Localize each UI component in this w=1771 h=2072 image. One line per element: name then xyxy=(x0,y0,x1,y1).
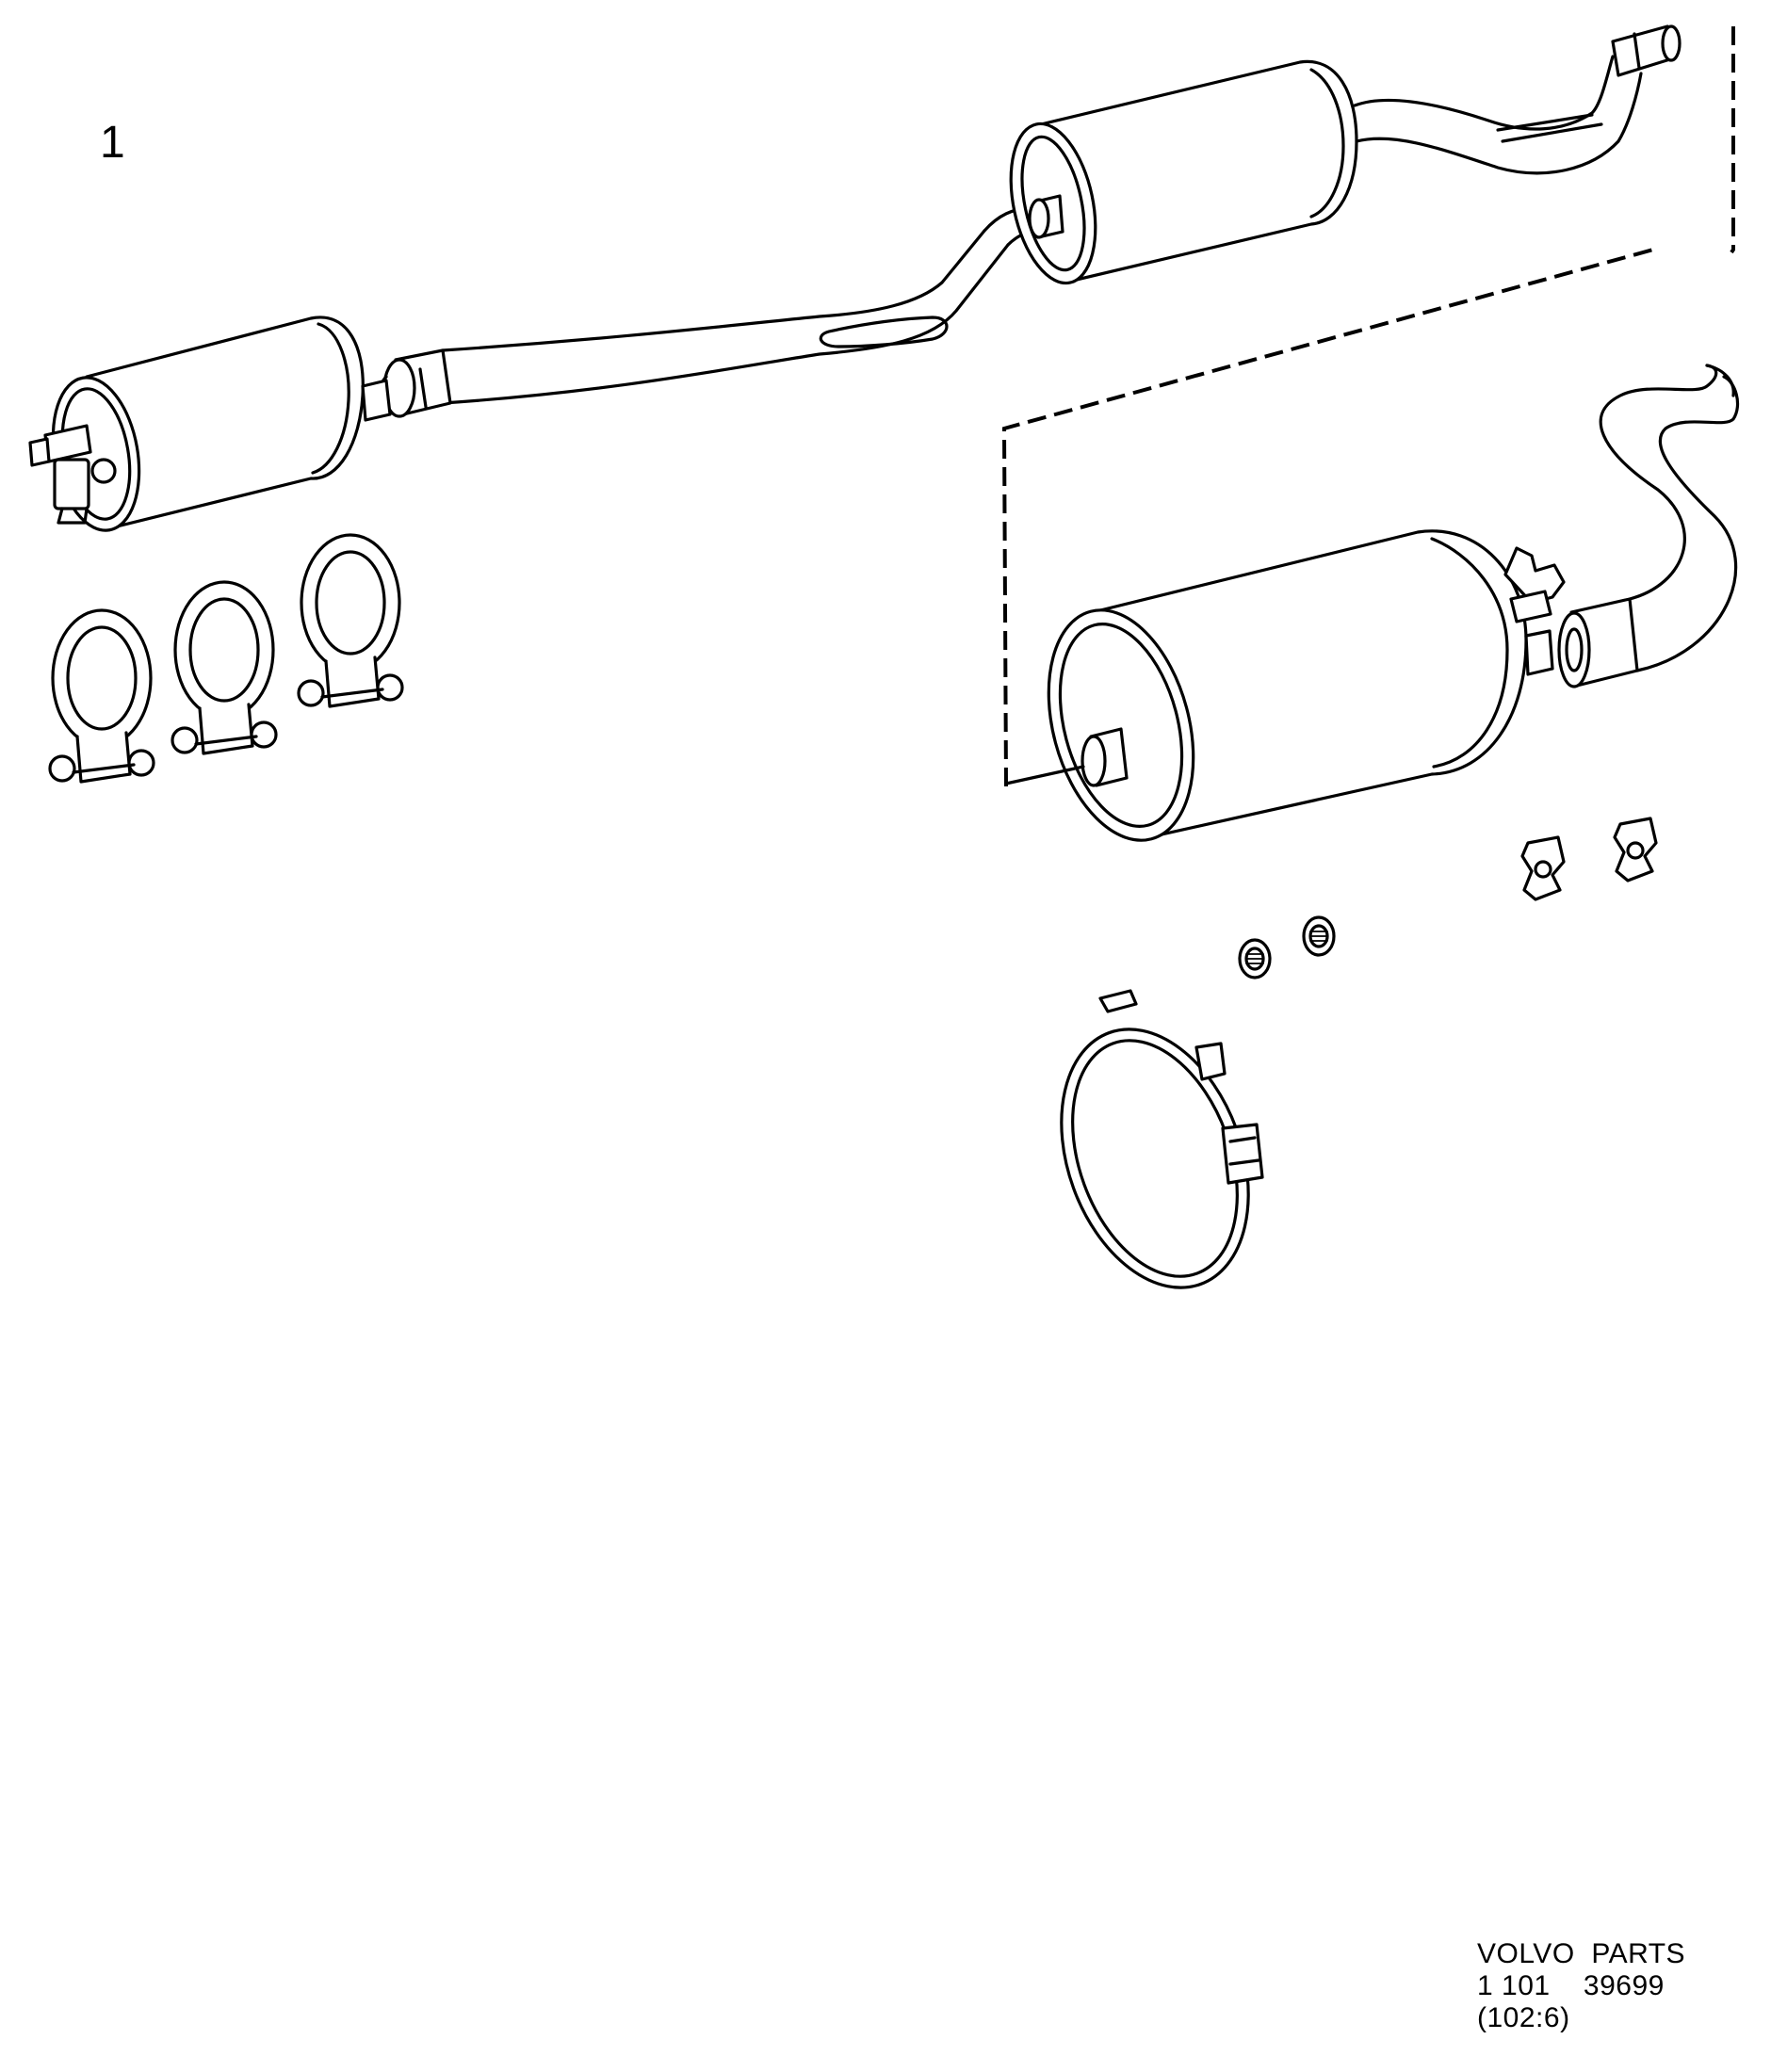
parts-reference-line-2: 1 101 39699 xyxy=(1477,1970,1665,2001)
exhaust-assembly-lower xyxy=(1001,248,1739,1289)
rubber-hanger xyxy=(1613,817,1658,882)
callout-number: 1 xyxy=(100,118,125,168)
leader-line-upper xyxy=(1730,26,1735,254)
pipe-clamps xyxy=(48,533,404,784)
parts-reference: VOLVO PARTS 1 101 39699 (102:6) xyxy=(1477,1938,1685,2034)
connecting-pipe xyxy=(441,205,1048,405)
pipe-clamp xyxy=(171,580,278,755)
exhaust-assembly-upper xyxy=(28,24,1735,532)
pipe-clamp xyxy=(297,533,404,708)
front-silencer xyxy=(28,316,392,532)
pipe-sleeve xyxy=(378,348,452,418)
parts-reference-line-3: (102:6) xyxy=(1477,2002,1570,2033)
nut xyxy=(1302,915,1336,957)
inlet-pipe xyxy=(1557,364,1739,688)
rear-silencer-large xyxy=(1004,529,1566,842)
nut xyxy=(1238,938,1272,979)
leader-line-lower xyxy=(1001,248,1654,787)
rear-silencer-upper xyxy=(1009,24,1682,285)
rubber-hanger xyxy=(1520,835,1566,901)
strap-clamp xyxy=(1060,989,1264,1289)
pipe-clamp xyxy=(48,608,155,784)
parts-reference-line-1: VOLVO PARTS xyxy=(1477,1938,1686,1969)
